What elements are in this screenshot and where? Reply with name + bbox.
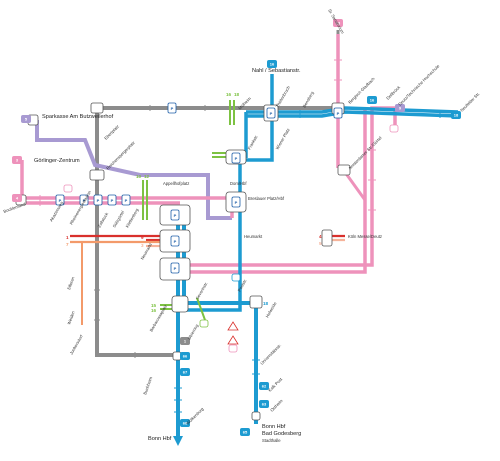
station-sparkasse: Sparkasse Am Butzweilerhof [42, 114, 114, 120]
station-stadthalle: Stadthalle [262, 438, 281, 443]
station-junkersdorf: Junkersdorf [69, 333, 85, 355]
parking-icon: P [97, 198, 100, 203]
parking-icon: P [174, 213, 177, 218]
line-18-label: 18 [234, 92, 240, 97]
blue-lines [176, 74, 459, 436]
pink-ticks [39, 59, 376, 211]
badge-5: 5 [25, 117, 28, 122]
badge-9: 9 [399, 106, 402, 111]
parking-icon: P [59, 198, 62, 203]
station-ostheim: Ostheim [269, 398, 284, 413]
badge-1: 1 [184, 339, 187, 344]
line-7-label: 7 [66, 242, 69, 247]
parking-icon: P [174, 239, 177, 244]
parking-icon: P [174, 266, 177, 271]
line-4-label: 4 [319, 234, 322, 239]
station-poststr: Poststr. [237, 278, 248, 293]
station-klettenberg: Klettenberg [125, 207, 140, 229]
arrow-terminals [173, 436, 183, 446]
station-breslauer: Breslauer Platz/Hbf [248, 196, 285, 201]
line-10-label: 10 [136, 174, 142, 179]
station-bensberg: Bensberg [302, 90, 316, 109]
badge-67: 67 [183, 370, 188, 375]
line-15-label: 15 [151, 303, 157, 308]
badge-63: 63 [262, 402, 267, 407]
station-ebertplatz: Ebertplatz [103, 124, 120, 141]
parking-icon: P [125, 198, 128, 203]
station-appellhofplatz: Appellhofplatz [163, 181, 189, 186]
station-capsules [15, 102, 351, 421]
station-buchheim: Buchheim [142, 376, 153, 396]
badge-65: 65 [243, 430, 248, 435]
station-dellbrueck: Dellbrück [385, 84, 402, 101]
lilac-line [35, 120, 232, 220]
parking-icon: P [83, 198, 86, 203]
station-kalk-post: Kalk Post [267, 376, 284, 393]
parking-icon: P [171, 106, 174, 111]
station-bonn-hbf: Bonn Hbf [148, 436, 172, 442]
station-frankstr: Frankstr. [247, 134, 259, 151]
line-1-label: 1 [66, 235, 69, 240]
station-reichenspergerplatz: Reichenspergerplatz [105, 140, 136, 171]
station-koeln-messe: Köln Messe/Deutz [348, 234, 382, 239]
grey-line [95, 30, 340, 357]
station-wiener-platz: Wiener Platz [275, 127, 291, 150]
station-heumarkt: Heumarkt [244, 234, 263, 239]
badge-66: 66 [183, 354, 188, 359]
parking-icon: P [235, 200, 238, 205]
blue-ticks [174, 110, 441, 413]
badge-4: 4 [16, 196, 19, 201]
station-dom-hbf: Dom/Hbf [230, 181, 247, 186]
parking-icon: P [270, 111, 273, 116]
station-suelzguertel: Sülzgürtel [112, 210, 126, 229]
line-18-mid-label: 18 [263, 301, 269, 306]
station-ubierring: Ubierring [187, 323, 200, 341]
line-9-label: 9 [141, 235, 144, 240]
station-wolkenburg: Wolkenburg [185, 406, 205, 426]
badge-18: 18 [454, 113, 459, 118]
station-rheinenergie: Rheinenergiestadion [69, 189, 93, 225]
badge-3: 3 [16, 158, 19, 163]
station-nahl: Nahl / Sebastianstr. [252, 68, 301, 74]
parking-badges: P P P P P P P P P P P P P [55, 102, 343, 274]
warning-triangle-icon [227, 321, 239, 345]
parking-icon: P [235, 156, 238, 161]
parking-icon: P [111, 198, 114, 203]
badge-68: 68 [183, 421, 188, 426]
station-neufelder: Neufelder Str. [459, 91, 481, 113]
badge-16: 16 [270, 62, 275, 67]
line-12-label: 12 [144, 174, 150, 179]
badge-13: 13 [336, 21, 341, 26]
line-number-labels: 16 18 10 12 15 16 18 1 7 9 3 4 5 [66, 92, 322, 313]
badge-16b: 16 [370, 98, 375, 103]
parking-icon: P [337, 111, 340, 116]
badge-62: 62 [262, 384, 267, 389]
station-goerlinger: Görlinger-Zentrum [34, 158, 80, 164]
station-deutz-tech: Deutz/Technische Hochschule [397, 63, 441, 107]
station-severinstr: Severinstr. [195, 281, 209, 301]
station-universitaetsstr: Universitätsstr. [259, 343, 282, 366]
station-thielenbruch: Thielenbruch [275, 84, 292, 108]
station-bonn-bad: Bonn Hbf [262, 424, 286, 430]
station-bocklemuend: Bocklemünd [3, 201, 27, 214]
line-16-label: 16 [226, 92, 232, 97]
line-16-mid-label: 16 [151, 308, 157, 313]
outline-badges [63, 124, 399, 353]
line-5-label: 5 [319, 241, 322, 246]
line-badges: 16 66 67 68 62 63 65 18 16 5 3 4 13 9 1 [12, 19, 461, 436]
station-weiden: Weiden [66, 310, 76, 326]
line-ticks [94, 105, 206, 358]
line-3-label: 3 [141, 243, 144, 248]
station-bad-godesberg: Bad Godesberg [262, 431, 301, 437]
station-efferen: Efferen [66, 275, 76, 290]
